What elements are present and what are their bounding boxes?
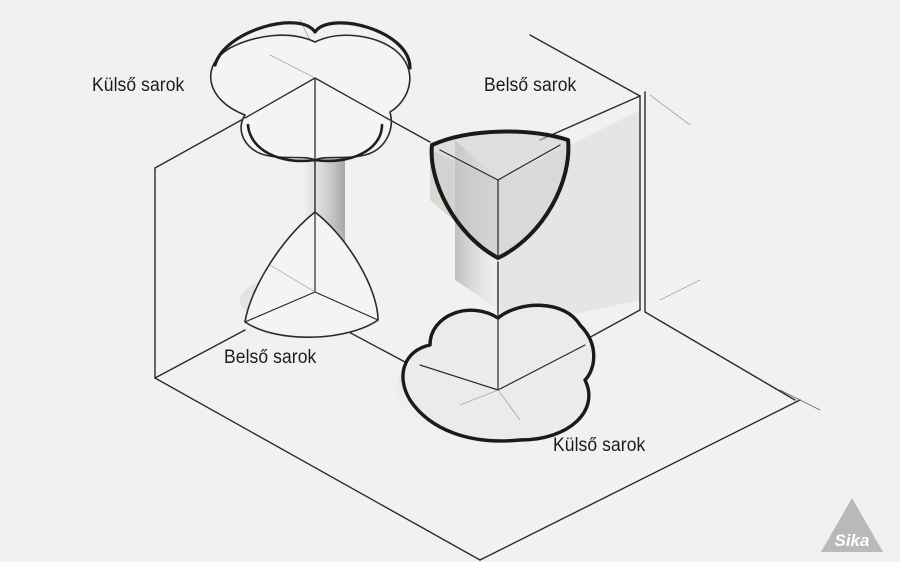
sika-logo: Sika — [819, 496, 885, 554]
outer-corner-top-shape — [211, 23, 410, 161]
inner-corner-label-top: Belső sarok — [484, 75, 576, 97]
outer-corner-label-bottom: Külső sarok — [553, 435, 645, 457]
inner-corner-label-bottom: Belső sarok — [224, 347, 316, 369]
outer-corner-bottom-shape — [403, 305, 594, 441]
outer-corner-label-top: Külső sarok — [92, 75, 184, 97]
svg-text:Sika: Sika — [835, 531, 870, 550]
inner-corner-bottom-shape — [245, 212, 378, 337]
